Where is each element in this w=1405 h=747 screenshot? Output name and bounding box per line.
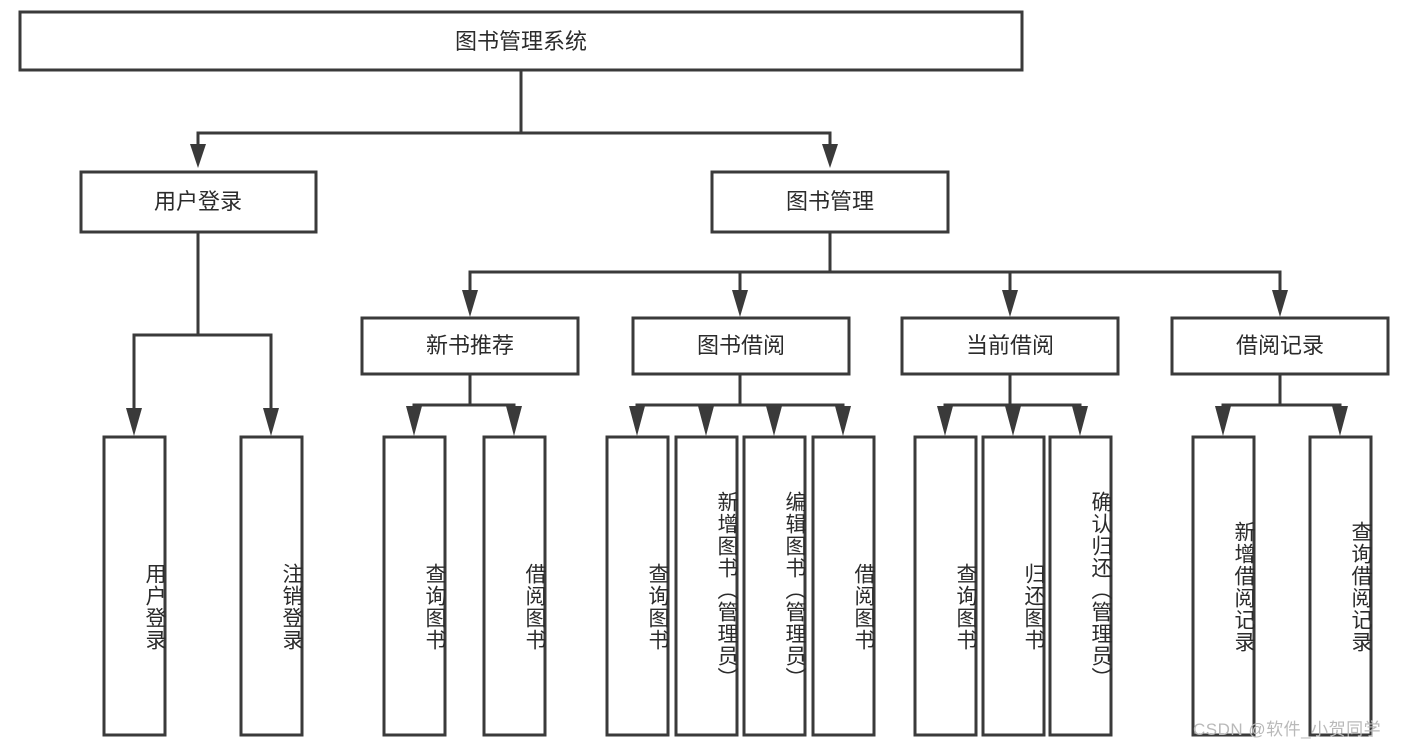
leaf-box-current-borrow-1[interactable] xyxy=(913,435,978,737)
arrow-head-icon xyxy=(1272,290,1288,317)
leaf-box-book-borrow-3[interactable] xyxy=(742,435,807,737)
node-user-login-box[interactable] xyxy=(79,170,318,234)
arrow-head-icon xyxy=(732,290,748,317)
arrow-head-icon xyxy=(1332,406,1348,436)
node-current-borrow-label: 当前借阅 xyxy=(966,333,1054,358)
connector-group-new-book xyxy=(406,372,522,436)
node-new-book-recommend-label: 新书推荐 xyxy=(426,333,514,358)
leaf-box-book-borrow-4[interactable] xyxy=(811,435,876,737)
arrow-head-icon xyxy=(506,406,522,436)
arrow-head-icon xyxy=(190,144,206,168)
connector-group-book-manage xyxy=(462,230,1288,317)
node-book-borrow-box[interactable] xyxy=(631,316,851,376)
connector-group-current-borrow xyxy=(937,372,1088,436)
connector-group-user-login xyxy=(126,230,279,436)
node-book-borrow-label: 图书借阅 xyxy=(697,333,785,358)
node-user-login[interactable]: 用户登录 xyxy=(79,170,318,234)
connector-group-root xyxy=(190,68,838,168)
node-user-login-label: 用户登录 xyxy=(154,189,242,214)
arrow-head-icon xyxy=(1215,406,1231,436)
node-current-borrow[interactable]: 当前借阅 xyxy=(900,316,1120,376)
arrow-head-icon xyxy=(937,406,953,436)
arrow-head-icon xyxy=(406,406,422,436)
node-borrow-record-box[interactable] xyxy=(1170,316,1390,376)
node-current-borrow-box[interactable] xyxy=(900,316,1120,376)
csdn-watermark: CSDN @软件_小贺同学 xyxy=(1193,720,1382,739)
arrow-head-icon xyxy=(1005,406,1021,436)
leaf-box-borrow-record-1[interactable] xyxy=(1191,435,1256,737)
arrow-head-icon xyxy=(766,406,782,436)
node-root-box[interactable] xyxy=(18,10,1024,72)
arrow-head-icon xyxy=(1002,290,1018,317)
arrow-head-icon xyxy=(698,406,714,436)
leaf-box-current-borrow-3[interactable] xyxy=(1048,435,1113,737)
connector-group-book-borrow xyxy=(629,372,851,436)
leaf-box-book-borrow-2[interactable] xyxy=(674,435,739,737)
arrow-head-icon xyxy=(1072,406,1088,436)
arrow-head-icon xyxy=(462,290,478,317)
node-borrow-record[interactable]: 借阅记录 xyxy=(1170,316,1390,376)
node-book-manage-label: 图书管理 xyxy=(786,189,874,214)
leaf-box-current-borrow-2[interactable] xyxy=(981,435,1046,737)
node-book-manage[interactable]: 图书管理 xyxy=(710,170,950,234)
leaf-box-user-login-2[interactable] xyxy=(239,435,304,737)
connector-group-borrow-record xyxy=(1215,372,1348,436)
node-root-label: 图书管理系统 xyxy=(455,29,587,54)
leaf-box-user-login-1[interactable] xyxy=(102,435,167,737)
node-book-borrow[interactable]: 图书借阅 xyxy=(631,316,851,376)
node-new-book-recommend[interactable]: 新书推荐 xyxy=(360,316,580,376)
arrow-head-icon xyxy=(629,406,645,436)
leaf-box-new-book-2[interactable] xyxy=(482,435,547,737)
arrow-head-icon xyxy=(126,408,142,436)
arrow-head-icon xyxy=(835,406,851,436)
arrow-head-icon xyxy=(822,144,838,168)
leaf-box-new-book-1[interactable] xyxy=(382,435,447,737)
node-book-manage-box[interactable] xyxy=(710,170,950,234)
node-borrow-record-label: 借阅记录 xyxy=(1236,333,1324,358)
node-root[interactable]: 图书管理系统 xyxy=(18,10,1024,72)
node-new-book-recommend-box[interactable] xyxy=(360,316,580,376)
leaf-box-book-borrow-1[interactable] xyxy=(605,435,670,737)
arrow-head-icon xyxy=(263,408,279,436)
leaf-box-borrow-record-2[interactable] xyxy=(1308,435,1373,737)
